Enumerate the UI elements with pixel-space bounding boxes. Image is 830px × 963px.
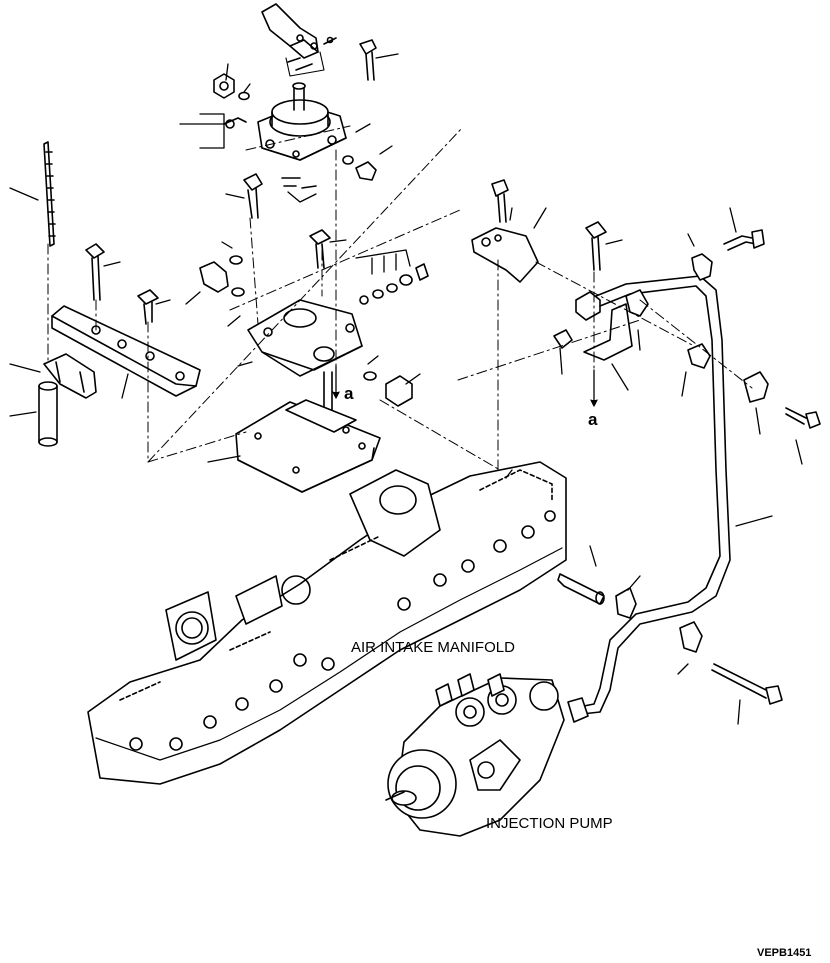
left-spacer (43, 353, 97, 399)
valve-spring-set (359, 263, 429, 305)
long-stud (43, 141, 56, 247)
bolt-left-a (85, 243, 105, 301)
throttle-lever (261, 3, 337, 77)
left-sleeve (38, 381, 58, 447)
right-upper-bracket (471, 179, 539, 283)
right-mid-bracket (553, 221, 633, 361)
injection-pump (385, 673, 565, 837)
side-fitting (363, 371, 413, 407)
pipe-clamps (615, 253, 769, 653)
air-intake-manifold (87, 461, 567, 785)
actuator-head (257, 82, 347, 161)
bolt-left-b (137, 289, 159, 325)
small-nut-upper (213, 73, 377, 181)
ref-arrows (332, 365, 598, 407)
fuel-pipe (567, 275, 731, 723)
injection-pump-label: INJECTION PUMP (486, 815, 613, 832)
right-sleeve (557, 573, 605, 605)
pushrod (323, 371, 333, 413)
right-bolts (711, 229, 821, 705)
bolt-mid-a (243, 173, 317, 219)
upper-bolt (359, 39, 377, 81)
air-intake-manifold-label: AIR INTAKE MANIFOLD (351, 639, 515, 656)
governor-housing (247, 299, 363, 377)
assembly-lines (47, 125, 753, 471)
ref-a-upper-label: a (344, 384, 354, 403)
bolt-mid-b (309, 229, 331, 269)
leader-lines (9, 53, 803, 725)
left-bracket (51, 305, 201, 397)
drawing-code-label: VEPB1451 (757, 947, 812, 959)
cover-block (235, 399, 381, 493)
ref-a-lower-label: a (588, 410, 598, 429)
elbow-fitting (199, 255, 245, 297)
